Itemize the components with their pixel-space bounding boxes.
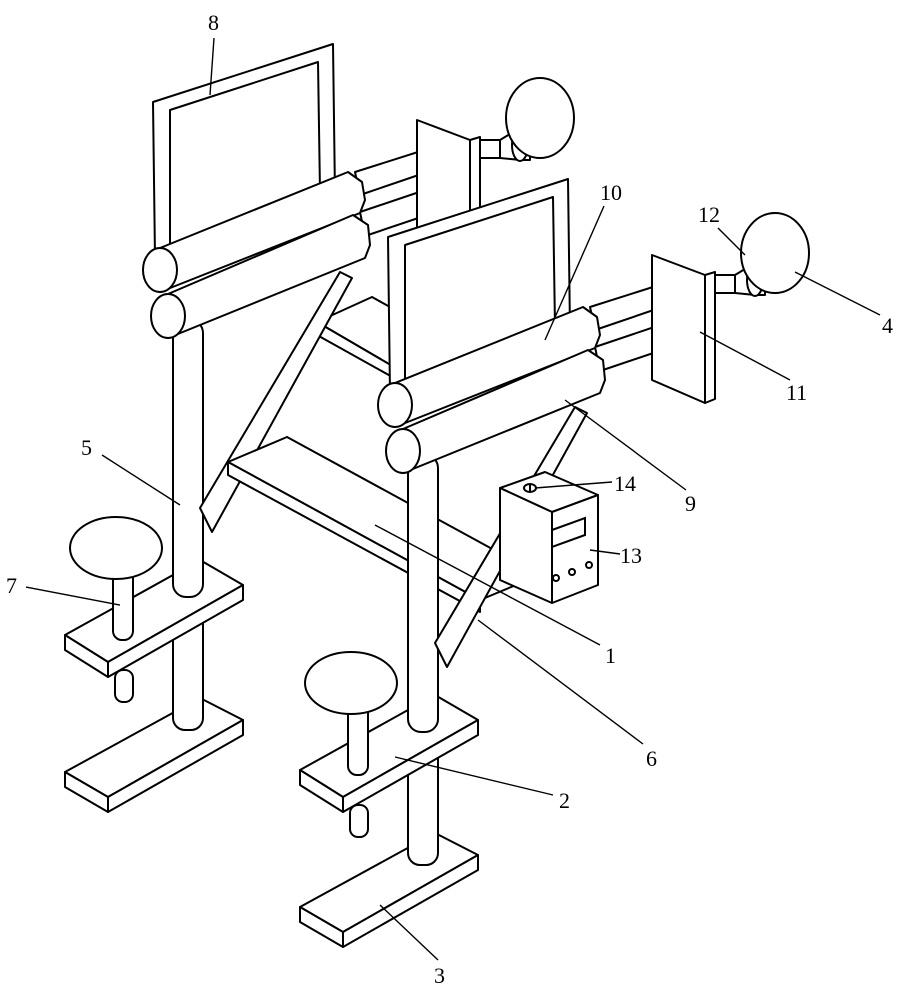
label-2: 2 [559,788,570,813]
label-5: 5 [81,435,92,460]
control-box-13 [499,471,599,604]
leader-lines [25,37,881,961]
label-10: 10 [600,180,622,205]
part-labels: 8 10 12 4 11 9 14 13 5 7 1 6 2 3 [6,10,893,988]
label-14: 14 [614,471,636,496]
label-8: 8 [208,10,219,35]
label-1: 1 [605,643,616,668]
label-12: 12 [698,202,720,227]
label-9: 9 [685,491,696,516]
platform-1 [227,436,541,613]
label-13: 13 [620,543,642,568]
label-6: 6 [646,746,657,771]
label-4: 4 [882,313,893,338]
label-11: 11 [786,380,807,405]
label-7: 7 [6,573,17,598]
label-3: 3 [434,963,445,988]
